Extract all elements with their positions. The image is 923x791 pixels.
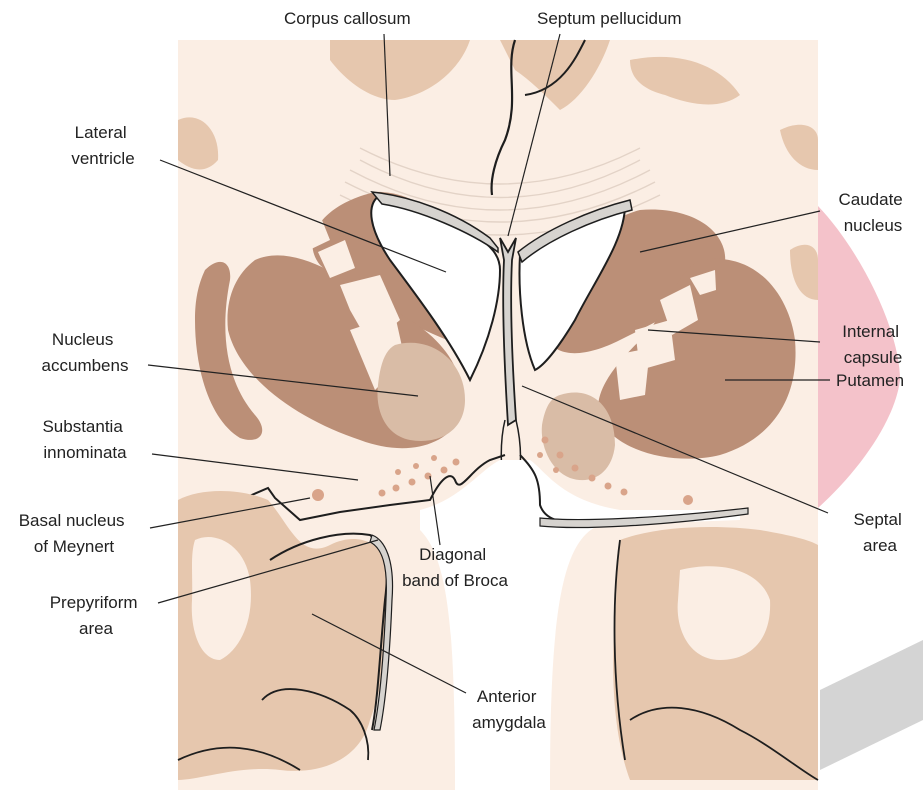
label-corpus-callosum: Corpus callosum [284, 9, 411, 28]
label-substantia-innominata: Substantia innominata [42, 417, 127, 462]
gray-shadow-bar [820, 640, 923, 770]
label-septal-area: Septal area [854, 510, 907, 555]
label-lateral-ventricle: Lateral ventricle [71, 123, 134, 168]
label-caudate-nucleus: Caudate nucleus [838, 190, 907, 235]
label-nucleus-accumbens: Nucleus accumbens [42, 330, 129, 375]
label-basal-nucleus: Basal nucleus of Meynert [19, 511, 130, 556]
label-prepyriform-area: Prepyriform area [50, 593, 143, 638]
label-septum-pellucidum: Septum pellucidum [537, 9, 682, 28]
label-putamen: Putamen [836, 371, 904, 390]
